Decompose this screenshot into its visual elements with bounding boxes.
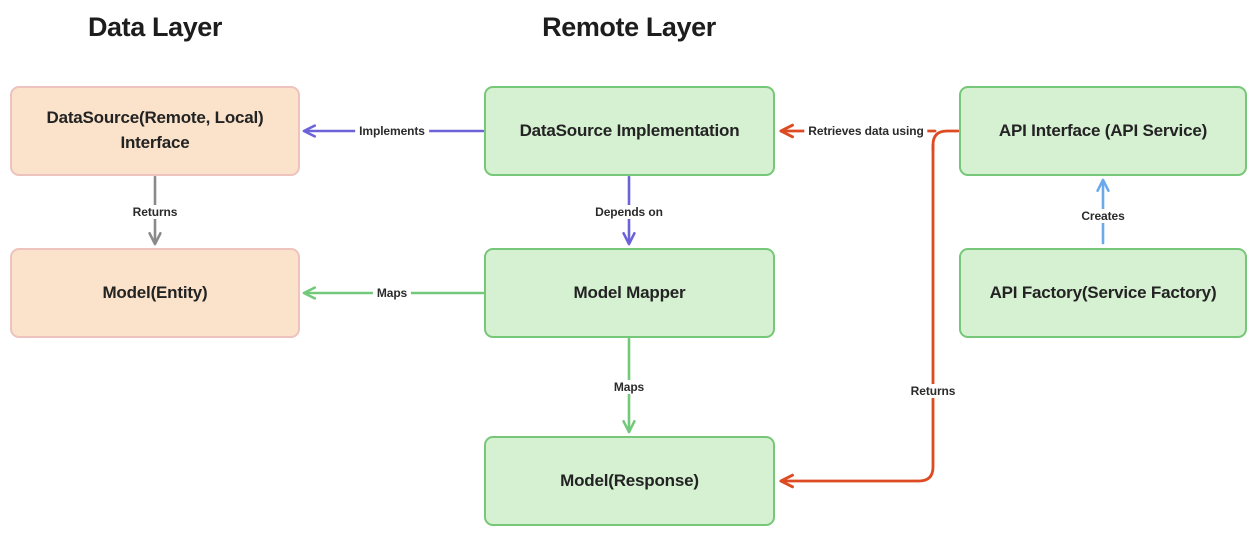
edge-label-creates: Creates — [1077, 209, 1129, 223]
edge-label-maps-response: Maps — [609, 380, 649, 394]
edge-label-returns-entity: Returns — [128, 205, 182, 219]
edge-label-retrieves-data-using: Retrieves data using — [804, 124, 928, 138]
node-api-factory[interactable]: API Factory(Service Factory) — [959, 248, 1247, 338]
edge-label-implements: Implements — [355, 124, 429, 138]
node-model-mapper[interactable]: Model Mapper — [484, 248, 775, 338]
node-api-interface[interactable]: API Interface (API Service) — [959, 86, 1247, 176]
edge-label-maps-entity: Maps — [372, 286, 412, 300]
edge-returns-response — [779, 143, 935, 489]
node-datasource-interface[interactable]: DataSource(Remote, Local) Interface — [10, 86, 300, 176]
layer-title-remote: Remote Layer — [542, 12, 716, 42]
node-datasource-implementation[interactable]: DataSource Implementation — [484, 86, 775, 176]
edge-retrieves-data-using — [931, 129, 960, 152]
edge-label-returns-response: Returns — [906, 384, 960, 398]
layer-title-data: Data Layer — [87, 12, 223, 42]
node-model-response[interactable]: Model(Response) — [484, 436, 775, 526]
node-model-entity[interactable]: Model(Entity) — [10, 248, 300, 338]
edge-label-depends-on: Depends on — [591, 205, 667, 219]
